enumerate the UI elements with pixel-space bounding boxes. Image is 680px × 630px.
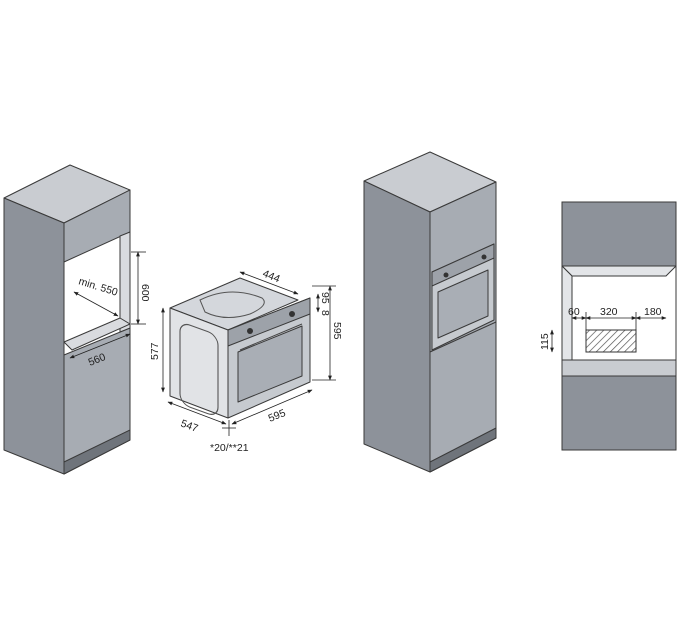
vent-opening-hatch — [585, 329, 637, 353]
label-note: *20/**21 — [210, 442, 249, 454]
section-shelf — [561, 359, 677, 377]
label-side-depth: 547 — [179, 418, 200, 435]
label-front-width: 595 — [267, 407, 288, 425]
label-side-height: 577 — [149, 342, 161, 360]
cabinet1-front — [3, 197, 65, 475]
label-top-depth: 444 — [261, 268, 282, 286]
oven-glass — [237, 325, 303, 403]
cabinet-niche-diagram: min. 550 600 560 — [3, 164, 151, 475]
label-gap-top: 95 — [319, 292, 331, 304]
oven-control-panel — [227, 297, 311, 347]
label-vent-right: 180 — [644, 306, 662, 318]
oven-dimensions-diagram: 444 8 95 595 577 547 595 *20/**21 — [149, 268, 343, 454]
label-vent-mid: 320 — [600, 306, 618, 318]
dim-width-line — [69, 333, 131, 359]
ventilation-section-diagram: 60 320 180 115 — [539, 201, 677, 451]
label-front-height: 595 — [331, 322, 343, 340]
oven-knob-right-icon — [289, 311, 295, 317]
dim-depth-line — [73, 291, 119, 317]
label-vent-left: 60 — [568, 306, 580, 318]
installed-oven-glass — [437, 269, 489, 339]
cabinet3-side — [363, 180, 431, 473]
label-vent-height: 115 — [539, 333, 551, 350]
label-gap-small: 8 — [319, 310, 331, 316]
installed-knob-left-icon — [443, 272, 449, 278]
cabinet-installed-diagram — [363, 151, 497, 473]
label-height: 600 — [139, 284, 151, 302]
installed-knob-right-icon — [481, 254, 487, 260]
oven-knob-left-icon — [247, 328, 253, 334]
